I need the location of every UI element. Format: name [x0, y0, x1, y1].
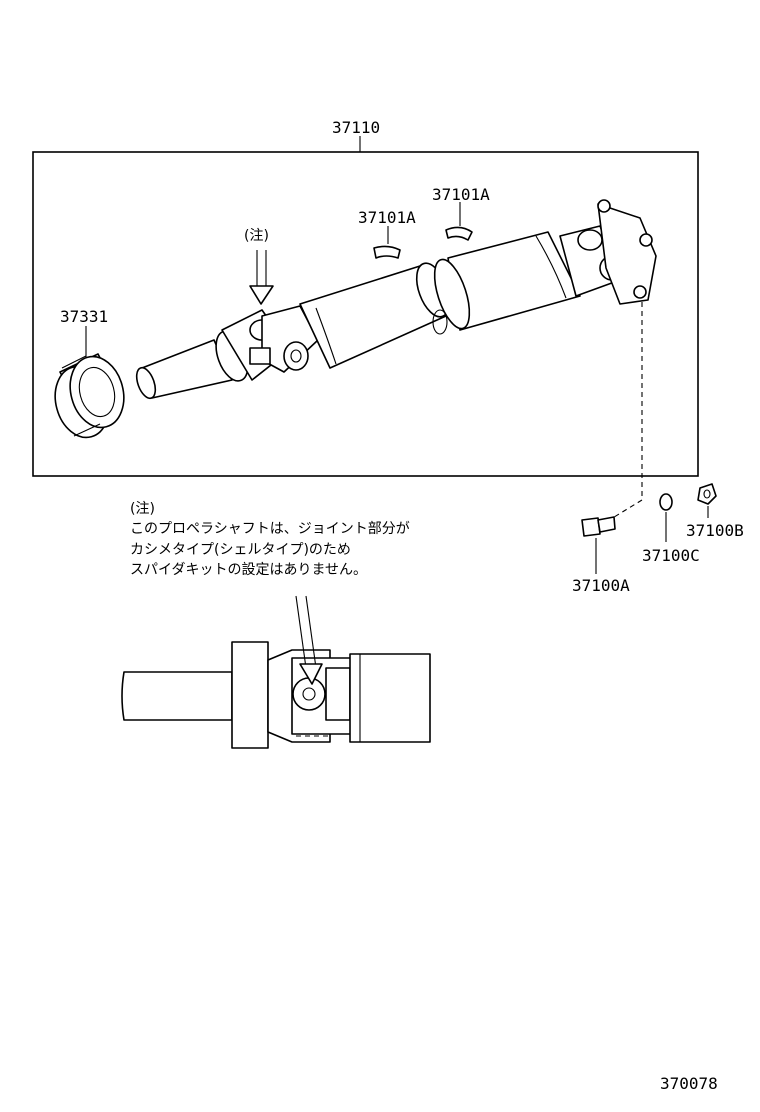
balance-weight-upper[interactable]: [445, 226, 473, 241]
shaft-tube-rear[interactable]: [428, 231, 581, 333]
label-note-marker[interactable]: (注): [244, 228, 269, 244]
flange-hardware-leader: [605, 302, 643, 523]
shaft-tube-front[interactable]: [299, 259, 456, 369]
bolt-part[interactable]: [581, 516, 616, 537]
figure-number: 370078: [660, 1074, 718, 1093]
nut-part[interactable]: [697, 483, 717, 505]
note-line-3: スパイダキットの設定はありません。: [130, 562, 367, 578]
note-line-1: このプロペラシャフトは、ジョイント部分が: [130, 521, 410, 537]
label-37110[interactable]: 37110: [332, 118, 380, 137]
label-37100A[interactable]: 37100A: [572, 576, 630, 595]
balance-weight-lower[interactable]: [373, 245, 401, 259]
washer-part[interactable]: [659, 493, 673, 511]
dust-cover-part[interactable]: [48, 350, 132, 443]
label-37100B[interactable]: 37100B: [686, 521, 744, 540]
front-universal-joint[interactable]: [249, 305, 319, 373]
note-line-2: カシメタイプ(シェルタイプ)のため: [130, 542, 351, 558]
note-marker-arrow-icon: [249, 250, 274, 305]
label-37101A-lower[interactable]: 37101A: [358, 208, 416, 227]
label-37100C[interactable]: 37100C: [642, 546, 700, 565]
detail-arrow-icon: [295, 595, 323, 685]
rear-flange[interactable]: [597, 199, 657, 305]
assembly-frame: [32, 151, 699, 477]
label-37331[interactable]: 37331: [60, 307, 108, 326]
label-37101A-upper[interactable]: 37101A: [432, 185, 490, 204]
joint-detail-view: [121, 641, 431, 749]
note-heading: (注): [130, 501, 155, 517]
